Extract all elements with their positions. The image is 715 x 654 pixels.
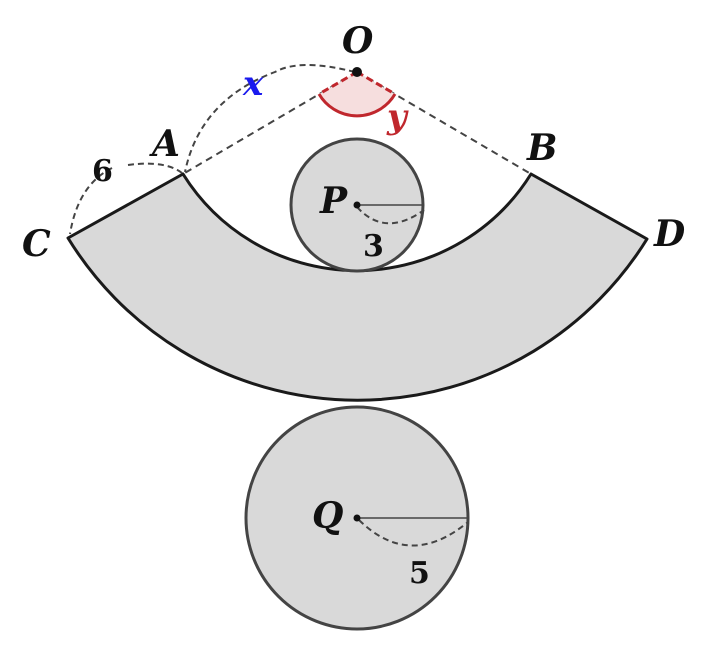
label-c: C xyxy=(22,223,51,265)
brace-six xyxy=(69,162,183,235)
segment-ob xyxy=(356,71,532,175)
radius-q-brace xyxy=(358,519,469,547)
angle-y-wedge xyxy=(319,72,395,116)
label-six: 6 xyxy=(92,154,113,189)
label-a: A xyxy=(149,123,180,165)
brace-x xyxy=(184,64,356,173)
label-x: x xyxy=(242,64,264,104)
label-p: P xyxy=(319,180,348,222)
point-o xyxy=(352,67,362,77)
label-five: 5 xyxy=(409,556,430,591)
label-y: y xyxy=(386,97,409,137)
point-p xyxy=(353,201,361,209)
segment-oa xyxy=(182,71,358,175)
point-q xyxy=(353,514,361,522)
label-o: O xyxy=(342,20,374,62)
annular-sector xyxy=(66,172,649,402)
label-d: D xyxy=(653,213,685,255)
angle-y-side-left xyxy=(318,70,358,96)
label-three: 3 xyxy=(363,229,384,264)
angle-y-side-right xyxy=(356,70,396,96)
label-b: B xyxy=(526,127,557,169)
radius-p-brace xyxy=(356,206,425,225)
angle-y-arc xyxy=(317,93,397,118)
label-q: Q xyxy=(312,495,343,537)
